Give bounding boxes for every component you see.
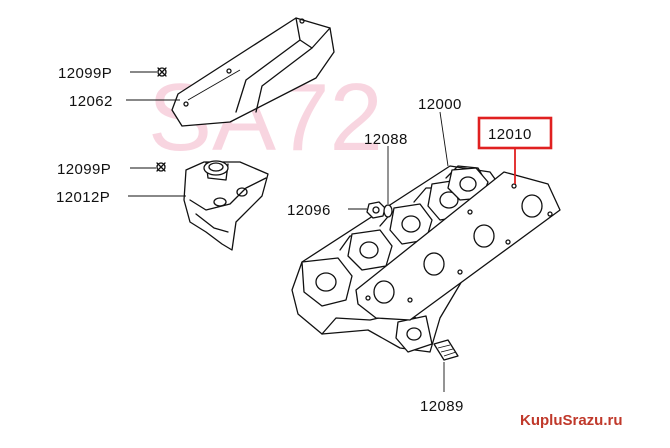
part-label-12012p: 12012P xyxy=(56,189,110,206)
gasket-drawing xyxy=(355,171,561,321)
bolt-12099p-top-drawing xyxy=(157,67,167,77)
leader-12000 xyxy=(439,111,449,167)
part-label-12099p-bottom: 12099P xyxy=(57,161,111,178)
site-watermark: KupluSrazu.ru xyxy=(520,412,623,429)
part-label-12089: 12089 xyxy=(420,398,464,415)
part-label-12010: 12010 xyxy=(488,126,532,143)
part-label-12088: 12088 xyxy=(364,131,408,148)
part-label-12099p-top: 12099P xyxy=(58,65,112,82)
bolt-12099p-bottom-drawing xyxy=(156,162,166,172)
part-label-12062: 12062 xyxy=(69,93,113,110)
nut-12096-drawing xyxy=(366,201,393,219)
part-label-12096: 12096 xyxy=(287,202,331,219)
highlight-box-12010 xyxy=(477,116,553,150)
stud-12089-drawing xyxy=(433,339,459,361)
heat-shield-drawing xyxy=(171,17,335,127)
part-label-12000: 12000 xyxy=(418,96,462,113)
bracket-drawing xyxy=(183,160,269,251)
